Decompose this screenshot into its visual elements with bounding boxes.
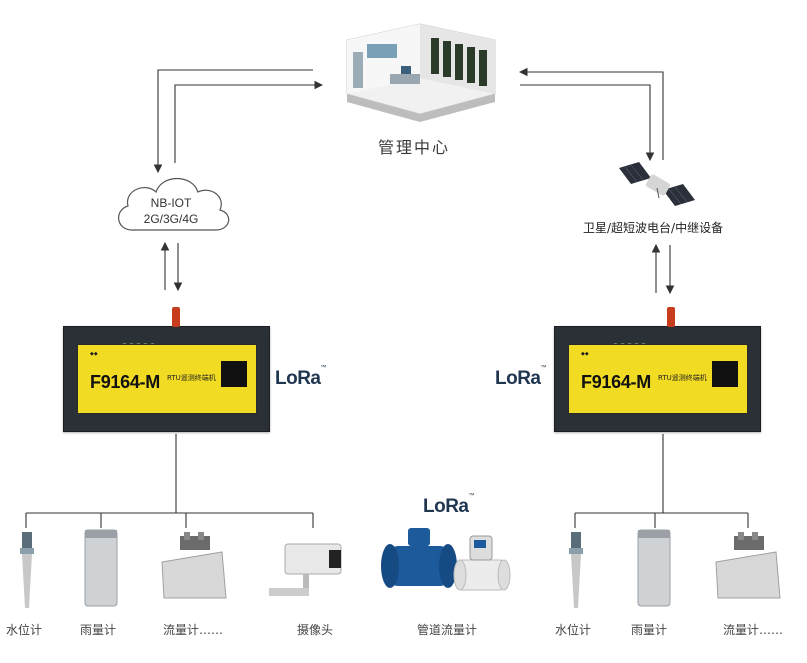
lora-logo-middle: LoRa™: [423, 492, 474, 517]
device-label: 摄像头: [297, 623, 334, 637]
device-label: 水位计: [6, 623, 43, 637]
device-label: 雨量计: [631, 623, 668, 637]
device-label: 流量计……: [163, 623, 224, 637]
rtu-subtitle: RTU遥测终端机: [167, 374, 216, 382]
lora-logo-left: LoRa™: [275, 364, 326, 389]
satellite-icon: [619, 162, 695, 206]
device-label: 水位计: [555, 623, 592, 637]
rtu-terminal-left: ◆◆ F9164-M RTU遥测终端机: [63, 307, 270, 432]
device-label: 管道流量计: [417, 623, 478, 637]
cloud-line2: 2G/3G/4G: [143, 212, 199, 226]
rain-gauge-icon: [84, 529, 118, 607]
rtu-terminal-right: ◆◆ F9164-M RTU遥测终端机: [554, 307, 761, 432]
level-sensor-icon: [569, 532, 583, 608]
flow-meter-icon: [161, 532, 227, 599]
flow-meter-icon: [715, 532, 781, 599]
antenna-icon: [172, 307, 180, 327]
camera-icon: [269, 543, 342, 596]
cloud-line1: NB-IOT: [150, 196, 192, 210]
status-leds: [613, 333, 653, 348]
device-label: 雨量计: [80, 623, 117, 637]
lora-logo-right: LoRa™: [495, 364, 546, 389]
status-leds: [122, 333, 162, 348]
level-sensor-icon: [20, 532, 34, 608]
rain-gauge-icon: [637, 529, 671, 607]
control-center-label: 管理中心: [378, 138, 451, 157]
rtu-subtitle: RTU遥测终端机: [658, 374, 707, 382]
brand-logo-icon: ◆◆: [90, 351, 98, 357]
brand-logo-icon: ◆◆: [581, 351, 589, 357]
pipe-flowmeter-icon: [381, 528, 511, 591]
rtu-front-panel: ◆◆ F9164-M RTU遥测终端机: [77, 344, 257, 414]
antenna-icon: [667, 307, 675, 327]
qr-code-icon: [221, 361, 247, 387]
rtu-front-panel: ◆◆ F9164-M RTU遥测终端机: [568, 344, 748, 414]
qr-code-icon: [712, 361, 738, 387]
rtu-model: F9164-M: [581, 372, 651, 392]
satellite-label: 卫星/超短波电台/中继设备: [583, 221, 724, 235]
cloud-icon: [118, 178, 230, 231]
control-room-icon: [346, 23, 496, 122]
rtu-model: F9164-M: [90, 372, 160, 392]
device-label: 流量计……: [723, 623, 784, 637]
